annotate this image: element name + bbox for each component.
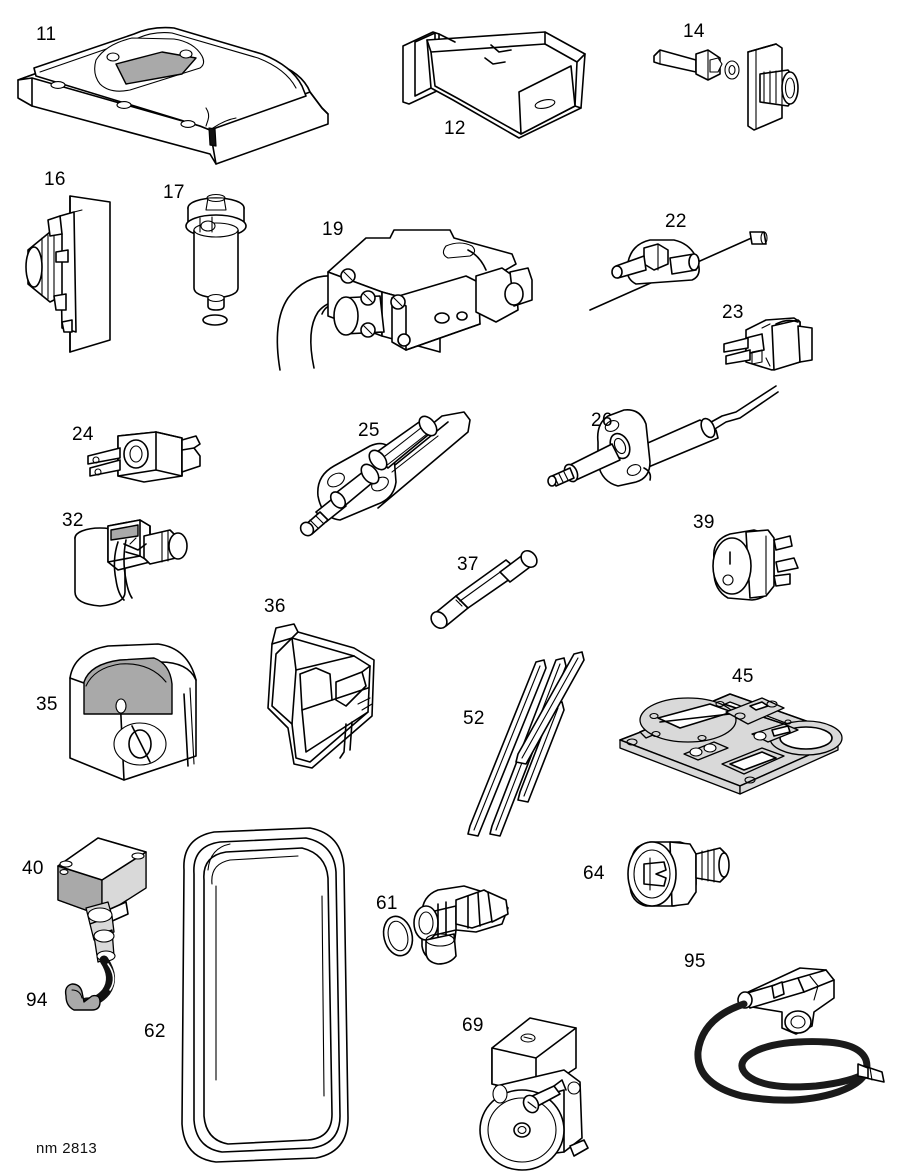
part-40-junction-box <box>50 832 160 1012</box>
part-52-burner-rails <box>460 648 590 844</box>
callout-64: 64 <box>583 863 605 884</box>
part-23-electrical-connector <box>718 312 828 376</box>
part-26-flame-sensor <box>540 382 780 512</box>
callout-14: 14 <box>683 21 705 42</box>
callout-39: 39 <box>693 512 715 533</box>
callout-19: 19 <box>322 219 344 240</box>
part-62-door-gasket <box>172 826 352 1164</box>
part-36-insulation-baffle <box>258 612 398 782</box>
callout-37: 37 <box>457 554 479 575</box>
callout-26: 26 <box>591 410 613 431</box>
callout-24: 24 <box>72 424 94 445</box>
callout-35: 35 <box>36 694 58 715</box>
callout-52: 52 <box>463 708 485 729</box>
part-19-gas-valve <box>270 212 540 372</box>
callout-45: 45 <box>732 666 754 687</box>
callout-11: 11 <box>36 24 57 45</box>
callout-36: 36 <box>264 596 286 617</box>
part-17-filter-cartridge <box>168 192 268 326</box>
callout-40: 40 <box>22 858 44 879</box>
part-11-burner-cover-lid <box>10 22 340 165</box>
callout-94: 94 <box>26 990 48 1011</box>
part-24-ignition-coil <box>82 430 212 492</box>
part-45-control-board <box>598 676 848 796</box>
part-37-glass-fuse <box>428 549 538 634</box>
part-32-solenoid-valve <box>66 514 196 614</box>
part-12-mounting-bracket <box>395 28 595 153</box>
part-14-gas-connector <box>652 40 802 150</box>
part-69-pump-motor <box>478 1012 608 1172</box>
part-22-sensor-probe <box>588 222 768 312</box>
callout-62: 62 <box>144 1021 166 1042</box>
part-25-ignition-electrode <box>292 398 482 538</box>
part-16-fan-motor-plate <box>18 192 128 353</box>
part-64-pressure-gauge <box>622 840 732 916</box>
part-35-control-panel <box>62 640 207 785</box>
callout-17: 17 <box>163 182 185 203</box>
callout-23: 23 <box>722 302 744 323</box>
callout-12: 12 <box>444 118 466 139</box>
callout-16: 16 <box>44 169 66 190</box>
part-61-elbow-fitting <box>380 878 520 968</box>
sheet-caption: nm 2813 <box>36 1140 98 1157</box>
callout-69: 69 <box>462 1015 484 1036</box>
callout-61: 61 <box>376 893 398 914</box>
part-39-rocker-switch <box>706 528 802 604</box>
callout-25: 25 <box>358 420 380 441</box>
callout-95: 95 <box>684 951 706 972</box>
callout-32: 32 <box>62 510 84 531</box>
callout-22: 22 <box>665 211 687 232</box>
part-95-hv-lead <box>686 956 886 1116</box>
